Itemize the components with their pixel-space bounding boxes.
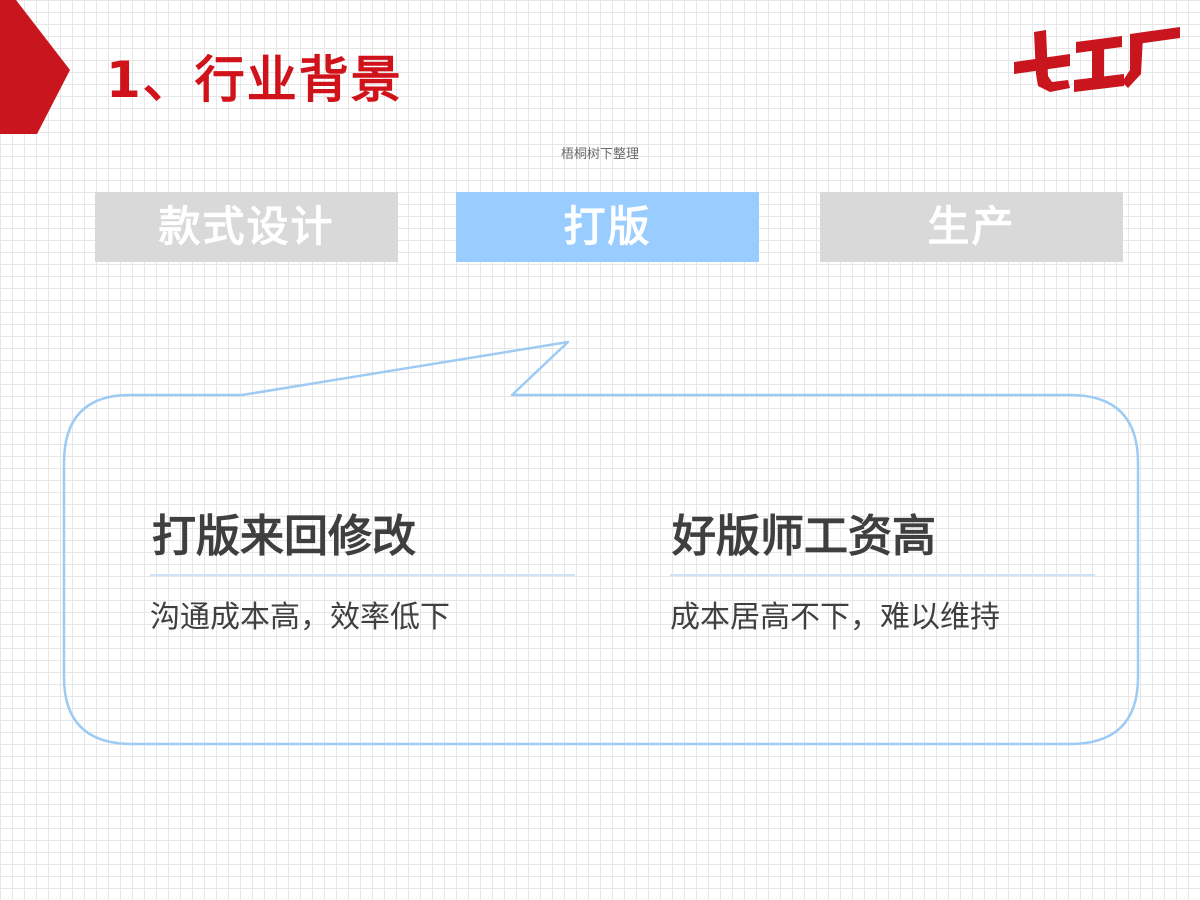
point-heading: 好版师工资高 xyxy=(672,511,936,562)
stage-design: 款式设计 xyxy=(95,192,398,262)
point-divider xyxy=(670,574,1095,576)
stage-production: 生产 xyxy=(820,192,1123,262)
point-text: 沟通成本高，效率低下 xyxy=(150,600,450,635)
page-title: 1、行业背景 xyxy=(106,51,403,109)
point-divider xyxy=(150,574,575,576)
corner-arrow-decoration xyxy=(0,0,70,134)
brand-logo xyxy=(1014,27,1180,92)
point-heading: 打版来回修改 xyxy=(152,511,416,562)
subtitle: 梧桐树下整理 xyxy=(560,147,639,162)
point-pattern-revisions: 打版来回修改 沟通成本高，效率低下 xyxy=(150,506,575,636)
point-pattern-maker-salary: 好版师工资高 成本居高不下，难以维持 xyxy=(670,506,1095,636)
point-text: 成本居高不下，难以维持 xyxy=(670,600,1000,635)
stage-pattern-making: 打版 xyxy=(456,192,759,262)
